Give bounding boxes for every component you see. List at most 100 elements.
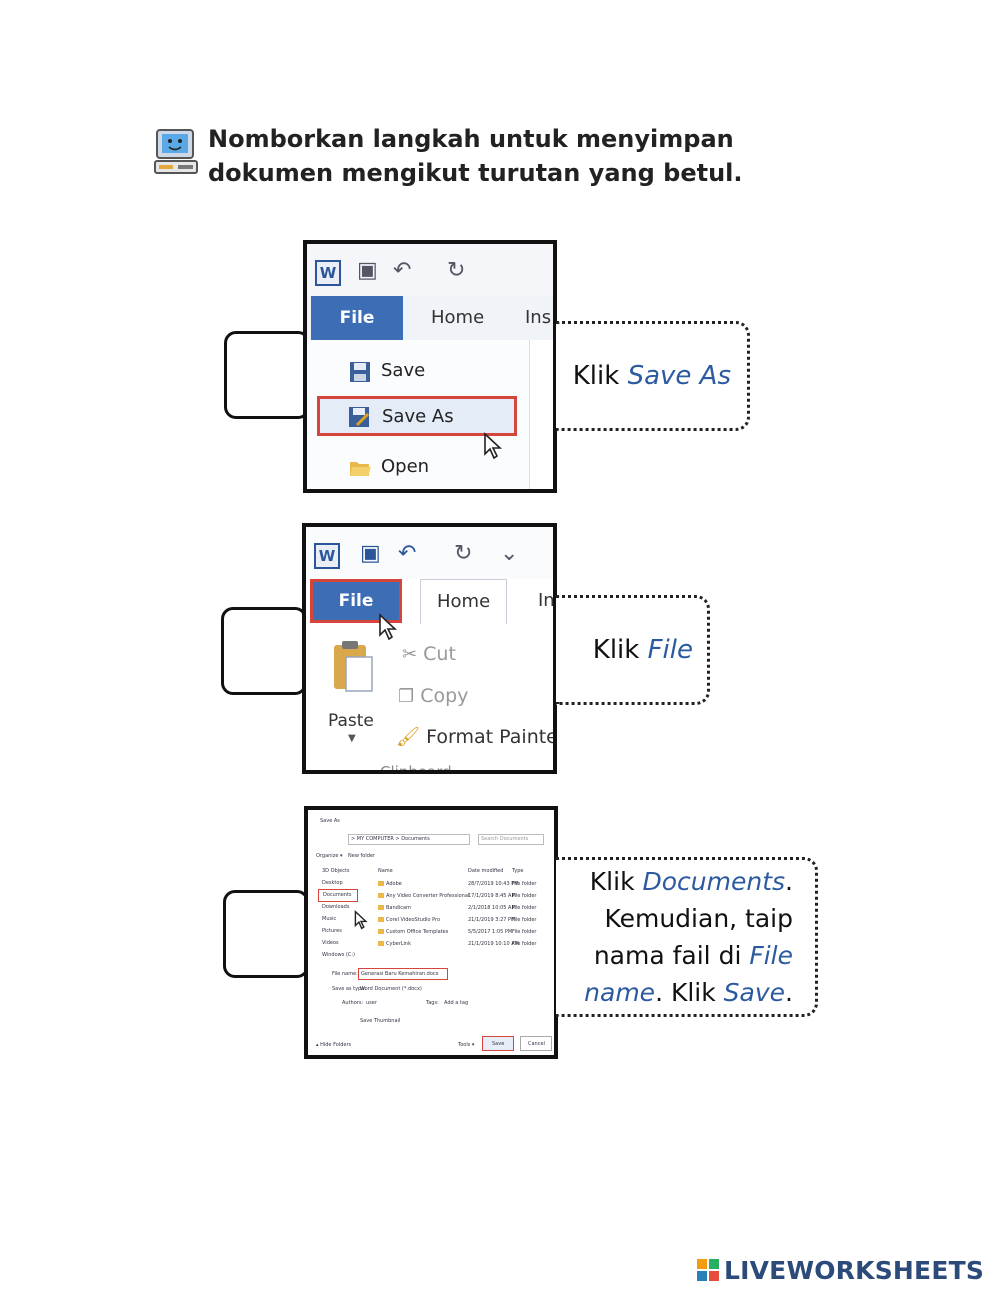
tags-value[interactable]: Add a tag [444,1000,469,1006]
answer-box-3[interactable] [223,890,309,978]
menu-item-save-as[interactable]: Save As [317,396,517,436]
callout-text: Klik Documents. Kemudian, taip nama fail… [584,867,793,1007]
cell-type: File folder [512,941,537,947]
tab-home[interactable]: Home [420,579,508,624]
ribbon-tabs: File Home In [306,579,555,624]
dialog-sidebar: 3D Objects Desktop Documents Downloads M… [314,866,372,958]
save-icon: ▣ [357,258,378,283]
callout-step-save-as: Klik Save As [556,321,750,431]
cell-name: Custom Office Templates [386,929,449,935]
folder-icon [378,929,384,934]
cell-date: 28/7/2019 10:43 PM [468,881,519,887]
tab-file[interactable]: File [310,579,402,623]
folder-open-icon [350,462,371,476]
save-as-type-select[interactable]: Word Document (*.docx) [360,986,422,992]
sidebar-item-music[interactable]: Music [322,916,337,922]
clipboard-item-copy[interactable]: ❐ Copy [398,685,469,707]
menu-item-save[interactable]: Save [347,360,517,386]
paste-icon [334,641,373,692]
save-icon [350,362,370,382]
callout-step-documents: Klik Documents. Kemudian, taip nama fail… [556,857,818,1017]
clipboard-item-cut[interactable]: ✂ Cut [402,643,456,665]
cell-type: File folder [512,917,537,923]
backstage-menu: Save Save As Open [307,340,530,489]
sidebar-item-desktop[interactable]: Desktop [322,880,343,886]
paste-dropdown-icon[interactable]: ▼ [348,733,356,744]
answer-box-1[interactable] [224,331,310,419]
clipboard-item-format-painter[interactable]: 🖌 Format Painte [396,726,557,748]
screenshot-save-as-dialog: Save As > MY COMPUTER > Documents Search… [304,806,558,1059]
redo-icon: ↻ [447,258,466,283]
folder-icon [378,881,384,886]
tags-label: Tags: [426,1000,439,1006]
save-thumbnail-checkbox[interactable]: Save Thumbnail [360,1018,401,1024]
cell-name: CyberLink [386,941,411,947]
sidebar-item-pictures[interactable]: Pictures [322,928,342,934]
tools-button[interactable]: Tools ▾ [458,1042,475,1048]
customize-qat-icon: ⌄ [500,541,519,566]
cell-date: 2/1/2018 10:05 AM [468,905,516,911]
redo-icon: ↻ [454,541,473,566]
cell-name: Any Video Converter Professional [386,893,470,899]
filename-input[interactable]: Generasi Baru Kemahiran.docx [358,968,448,980]
mouse-cursor-icon [354,910,368,930]
sidebar-item-downloads[interactable]: Downloads [322,904,350,910]
cell-type: File folder [512,905,537,911]
paste-label[interactable]: Paste [328,711,374,731]
tab-home[interactable]: Home [431,307,485,328]
cancel-button[interactable]: Cancel [520,1036,552,1051]
cell-date: 17/1/2019 8:45 AM [468,893,516,899]
cell-type: File folder [512,881,537,887]
menu-item-label: Open [381,456,430,477]
sidebar-item-3d-objects[interactable]: 3D Objects [322,868,350,874]
menu-item-label: Save As [382,406,454,427]
save-as-type-label: Save as type: [332,986,366,992]
tab-insert[interactable]: In [538,590,555,611]
word-logo-icon: W [314,543,340,569]
column-name[interactable]: Name [378,868,393,874]
computer-icon [154,129,198,174]
menu-item-open[interactable]: Open [347,456,517,482]
liveworksheets-logo-icon [697,1259,719,1281]
sidebar-item-windows-c[interactable]: Windows (C:) [322,952,355,958]
screenshot-save-as-menu: W ▣ ↶ ↻ File Home Ins Save Save As Open [303,240,557,493]
cut-icon: ✂ [402,644,418,665]
cell-date: 21/1/2019 3:27 PM [468,917,516,923]
tab-file[interactable]: File [311,296,403,340]
authors-label: Authors: [342,1000,364,1006]
sidebar-item-documents[interactable]: Documents [318,889,358,902]
cell-type: File folder [512,893,537,899]
answer-box-2[interactable] [221,607,307,695]
organize-button[interactable]: Organize ▾ [316,853,343,859]
folder-icon [378,917,384,922]
dialog-title: Save As [320,818,340,824]
callout-text: Klik Save As [572,361,731,391]
folder-icon [378,905,384,910]
screenshot-file-tab: W ▣ ↶ ↻ ⌄ File Home In Paste ▼ ✂ Cut ❐ C… [302,523,557,774]
instruction-text: Nomborkan langkah untuk menyimpan dokume… [208,125,743,187]
undo-icon: ↶ [393,258,412,283]
undo-icon: ↶ [398,541,417,566]
new-folder-button[interactable]: New folder [348,853,376,859]
word-logo-icon: W [315,260,341,286]
save-button[interactable]: Save [482,1036,514,1051]
cell-type: File folder [512,929,537,935]
hide-folders-button[interactable]: ▴ Hide Folders [316,1042,352,1048]
tab-insert[interactable]: Ins [525,307,552,328]
quick-access-toolbar: W ▣ ↶ ↻ [307,244,553,297]
column-type[interactable]: Type [512,868,524,874]
sidebar-item-videos[interactable]: Videos [322,940,339,946]
format-painter-icon: 🖌 [396,726,421,748]
callout-step-file: Klik File [556,595,710,705]
column-date[interactable]: Date modified [468,868,504,874]
search-input[interactable]: Search Documents [478,834,544,845]
authors-value[interactable]: user [366,1000,377,1006]
menu-item-label: Save [381,360,426,381]
ribbon-tabs: File Home Ins [307,296,553,340]
